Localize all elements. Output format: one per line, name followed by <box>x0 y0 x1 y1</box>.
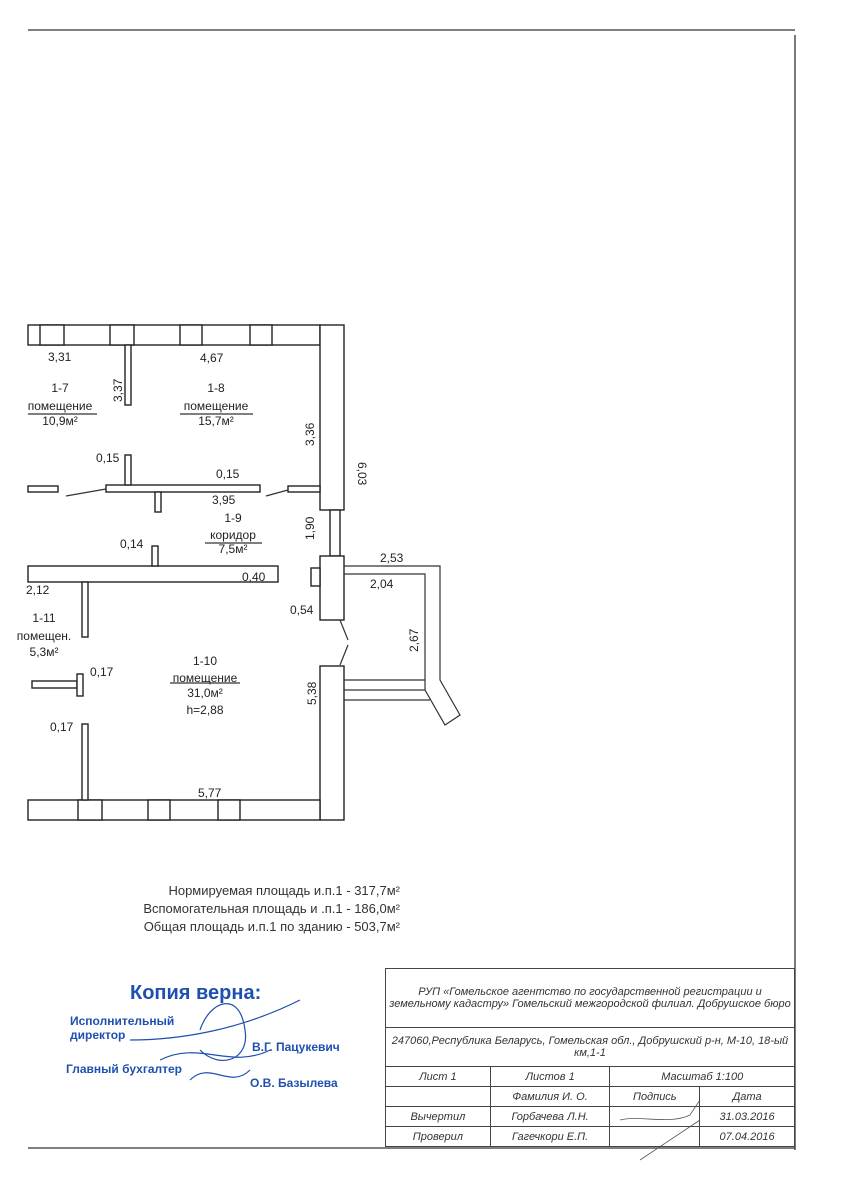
dim-label: 0,40 <box>242 570 266 584</box>
scale: Масштаб 1:100 <box>609 1066 795 1087</box>
room-area: 15,7м² <box>198 414 234 428</box>
dim-label: 0,54 <box>290 603 314 617</box>
room-number: 1-10 <box>193 654 217 668</box>
dim-label: 2,12 <box>26 583 50 597</box>
room-number: 1-9 <box>224 511 242 525</box>
dim-label: 3,36 <box>303 422 317 446</box>
area-summary: Нормируемая площадь и.п.1 - 317,7м² Вспо… <box>143 882 400 936</box>
room-type: помещение <box>184 399 249 413</box>
room-area: 5,3м² <box>30 645 59 659</box>
room-number: 1-8 <box>207 381 225 395</box>
organization: РУП «Гомельское агентство по государстве… <box>385 968 795 1028</box>
room-type: коридор <box>210 528 256 542</box>
checked-label: Проверил <box>385 1126 491 1147</box>
room-number: 1-7 <box>51 381 69 395</box>
normed-area: Нормируемая площадь и.п.1 - 317,7м² <box>168 883 400 898</box>
dim-label: 3,95 <box>212 493 236 507</box>
sheets-count: Листов 1 <box>489 1066 611 1087</box>
room-area: 7,5м² <box>219 542 248 556</box>
dim-label: 2,67 <box>407 628 421 652</box>
dim-label: 0,15 <box>216 467 240 481</box>
dim-label: 3,37 <box>111 378 125 402</box>
checked-date: 07.04.2016 <box>699 1126 795 1147</box>
dim-label: 2,04 <box>370 577 394 591</box>
total-area: Общая площадь и.п.1 по зданию - 503,7м² <box>143 919 400 934</box>
dim-label: 3,31 <box>48 350 72 364</box>
col-date: Дата <box>699 1086 795 1107</box>
accountant-title: Главный бухгалтер <box>66 1062 183 1076</box>
col-signature: Подпись <box>609 1086 701 1107</box>
title-block: РУП «Гомельское агентство по государстве… <box>385 968 795 1147</box>
dim-label: 0,17 <box>90 665 114 679</box>
room-number: 1-11 <box>32 611 55 625</box>
dim-label: 0,15 <box>96 451 120 465</box>
room-area: 31,0м² <box>187 686 223 700</box>
sheet: Лист 1 <box>385 1066 491 1087</box>
dim-label: 0,14 <box>120 537 144 551</box>
room-type: помещение <box>28 399 93 413</box>
room-height: h=2,88 <box>186 703 223 717</box>
director-title: Исполнительный <box>70 1014 175 1028</box>
dim-label: 0,17 <box>50 720 74 734</box>
room-type: помещен. <box>17 629 71 643</box>
dim-label: 1,90 <box>303 516 317 540</box>
porch <box>28 413 461 726</box>
drawn-date: 31.03.2016 <box>699 1106 795 1127</box>
walls <box>27 324 345 821</box>
dim-label: 2,53 <box>380 551 404 565</box>
stamp-heading: Копия верна: <box>130 982 262 1004</box>
auxiliary-area: Вспомогательная площадь и .п.1 - 186,0м² <box>143 901 400 916</box>
drawn-name: Горбачева Л.Н. <box>489 1106 611 1127</box>
dim-label: 4,67 <box>200 351 224 365</box>
signature-scribble <box>129 999 301 1081</box>
checked-name: Гагечкори Е.П. <box>489 1126 611 1147</box>
drawn-label: Вычертил <box>385 1106 491 1127</box>
director-name: В.Г. Пацукевич <box>252 1040 340 1054</box>
dim-label: 5,77 <box>198 786 222 800</box>
dim-label: 5,38 <box>305 681 319 705</box>
col-name: Фамилия И. О. <box>489 1086 611 1107</box>
address: 247060,Республика Беларусь, Гомельская о… <box>385 1027 795 1067</box>
room-area: 10,9м² <box>42 414 78 428</box>
accountant-name: О.В. Базылева <box>250 1076 338 1090</box>
room-type: помещение <box>173 671 238 685</box>
dim-label: 6,03 <box>355 462 369 486</box>
director-title-2: директор <box>70 1028 126 1042</box>
copy-certified-stamp: Копия верна: Исполнительный директор В.Г… <box>60 982 360 1092</box>
